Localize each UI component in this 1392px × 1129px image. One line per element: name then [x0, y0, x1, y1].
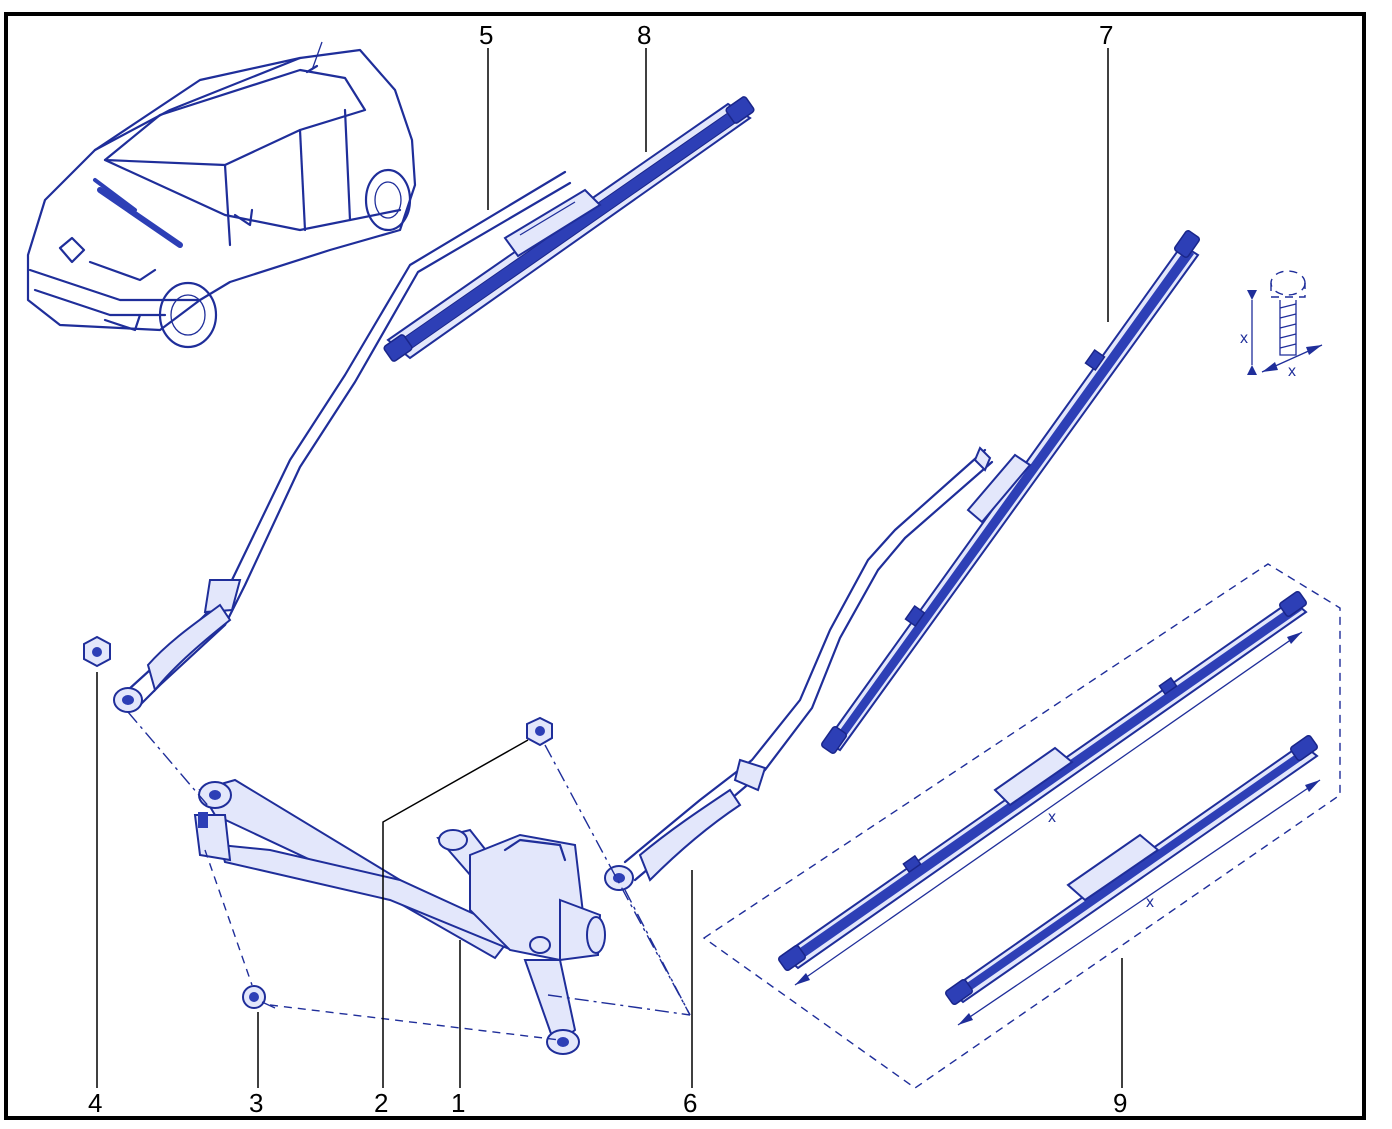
right-wiper-blade	[820, 230, 1201, 754]
callout-8: 8	[637, 20, 651, 50]
bolt-diameter-label: x	[1288, 363, 1296, 380]
diagram-frame	[4, 12, 1366, 1120]
callout-leaders	[96, 48, 1123, 1088]
callout-7: 7	[1099, 20, 1113, 50]
left-wiper-arm	[113, 170, 572, 713]
blade-length-short-label: x	[1146, 894, 1154, 911]
blade-length-long-label: x	[1048, 809, 1056, 826]
callout-5: 5	[479, 20, 493, 50]
wiper-linkage-motor	[193, 778, 606, 1055]
callout-3: 3	[249, 1088, 263, 1118]
vehicle-illustration	[26, 41, 417, 349]
bolt-length-label: x	[1240, 330, 1248, 347]
right-wiper-arm	[604, 446, 994, 891]
callout-6: 6	[683, 1088, 697, 1118]
assembly-guide-lines	[127, 711, 691, 1041]
left-wiper-blade	[383, 96, 755, 362]
callout-1: 1	[451, 1088, 465, 1118]
nut-part-4	[83, 635, 111, 668]
callout-4: 4	[88, 1088, 102, 1118]
bolt-part-3	[242, 985, 276, 1009]
bolt-dimension-inset: x x	[1240, 270, 1323, 380]
callout-numbers: 5 8 7 4 3 2 1 6 9	[88, 20, 1127, 1118]
callout-9: 9	[1113, 1088, 1127, 1118]
nut-part-2	[526, 716, 553, 747]
replacement-blade-kit: x x	[702, 563, 1341, 1089]
callout-2: 2	[374, 1088, 388, 1118]
windscreen-wiper-highlight	[97, 187, 183, 248]
